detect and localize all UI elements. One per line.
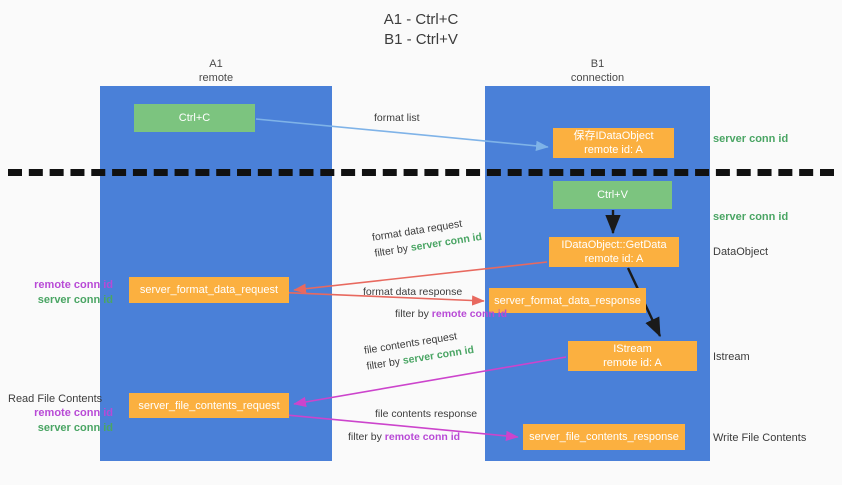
- label-remote-conn-id-file: remote conn id: [34, 407, 113, 419]
- node-server-file-contents-request-label: server_file_contents_request: [138, 399, 280, 412]
- label-conn-ids-file: remote conn id server conn id: [8, 406, 113, 436]
- label-remote-conn-id-format: remote conn id: [34, 279, 113, 291]
- node-idataobject-getdata-line1: IDataObject::GetData: [561, 239, 667, 251]
- node-save-idataobject-line1: 保存IDataObject: [573, 130, 654, 142]
- node-istream-line2: remote id: A: [603, 357, 662, 369]
- edge-label-file-contents-response-filter: filter by remote conn id: [348, 430, 477, 444]
- label-server-conn-id-file: server conn id: [37, 422, 113, 434]
- node-server-format-data-request-label: server_format_data_request: [139, 284, 279, 296]
- node-ctrl-v-label: Ctrl+V: [597, 189, 628, 201]
- column-a1-role: remote: [198, 72, 234, 84]
- edge-label-format-list: format list: [374, 112, 420, 124]
- node-server-file-contents-response[interactable]: server_file_contents_response: [523, 424, 685, 450]
- phase-divider: [8, 169, 834, 176]
- node-istream-line1: IStream: [613, 343, 652, 355]
- edge-label-format-data-response-line1: format data response: [363, 286, 463, 298]
- label-read-file-contents: Read File Contents: [8, 393, 103, 405]
- column-header-a1: A1 remote: [100, 57, 332, 85]
- node-idataobject-getdata-line2: remote id: A: [584, 253, 644, 265]
- node-ctrl-c[interactable]: Ctrl+C: [134, 104, 255, 132]
- column-b1-name: B1: [590, 58, 605, 70]
- node-server-format-data-response-label: server_format_data_response: [494, 294, 641, 307]
- node-server-file-contents-response-label: server_file_contents_response: [529, 431, 679, 443]
- diagram-title: A1 - Ctrl+C B1 - Ctrl+V: [0, 10, 842, 50]
- filter-key-fdres: remote conn id: [431, 308, 508, 320]
- label-write-file-contents: Write File Contents: [713, 432, 807, 444]
- column-b1-role: connection: [570, 72, 625, 84]
- node-istream[interactable]: IStream remote id: A: [568, 341, 697, 371]
- title-line-2: B1 - Ctrl+V: [384, 31, 458, 48]
- label-server-conn-id-format: server conn id: [37, 294, 113, 306]
- label-istream: Istream: [713, 351, 750, 363]
- edge-label-file-contents-response: file contents response filter by remote …: [348, 407, 478, 444]
- node-save-idataobject-line2: remote id: A: [584, 144, 643, 156]
- edge-label-format-data-response-filter: filter by remote conn id: [395, 307, 507, 321]
- column-header-b1: B1 connection: [485, 57, 710, 85]
- label-dataobject: DataObject: [713, 246, 769, 258]
- node-save-idataobject[interactable]: 保存IDataObject remote id: A: [553, 128, 674, 158]
- title-line-1: A1 - Ctrl+C: [383, 11, 459, 28]
- edge-label-format-data-response: format data response filter by remote co…: [363, 285, 507, 321]
- node-ctrl-c-label: Ctrl+C: [178, 112, 211, 124]
- node-idataobject-getdata[interactable]: IDataObject::GetData remote id: A: [549, 237, 679, 267]
- edge-label-file-contents-response-line1: file contents response: [375, 408, 478, 420]
- column-a1-name: A1: [209, 58, 223, 70]
- label-server-conn-id-mid: server conn id: [713, 211, 789, 223]
- filter-prefix-fcres: filter by: [348, 431, 385, 443]
- label-server-conn-id-top: server conn id: [713, 133, 789, 145]
- filter-prefix-fdres: filter by: [395, 308, 432, 320]
- node-server-file-contents-request[interactable]: server_file_contents_request: [129, 393, 289, 418]
- label-conn-ids-format: remote conn id server conn id: [8, 278, 113, 308]
- filter-key-fcres: remote conn id: [384, 431, 461, 443]
- node-ctrl-v[interactable]: Ctrl+V: [553, 181, 672, 209]
- node-server-format-data-response[interactable]: server_format_data_response: [489, 288, 646, 313]
- node-server-format-data-request[interactable]: server_format_data_request: [129, 277, 289, 303]
